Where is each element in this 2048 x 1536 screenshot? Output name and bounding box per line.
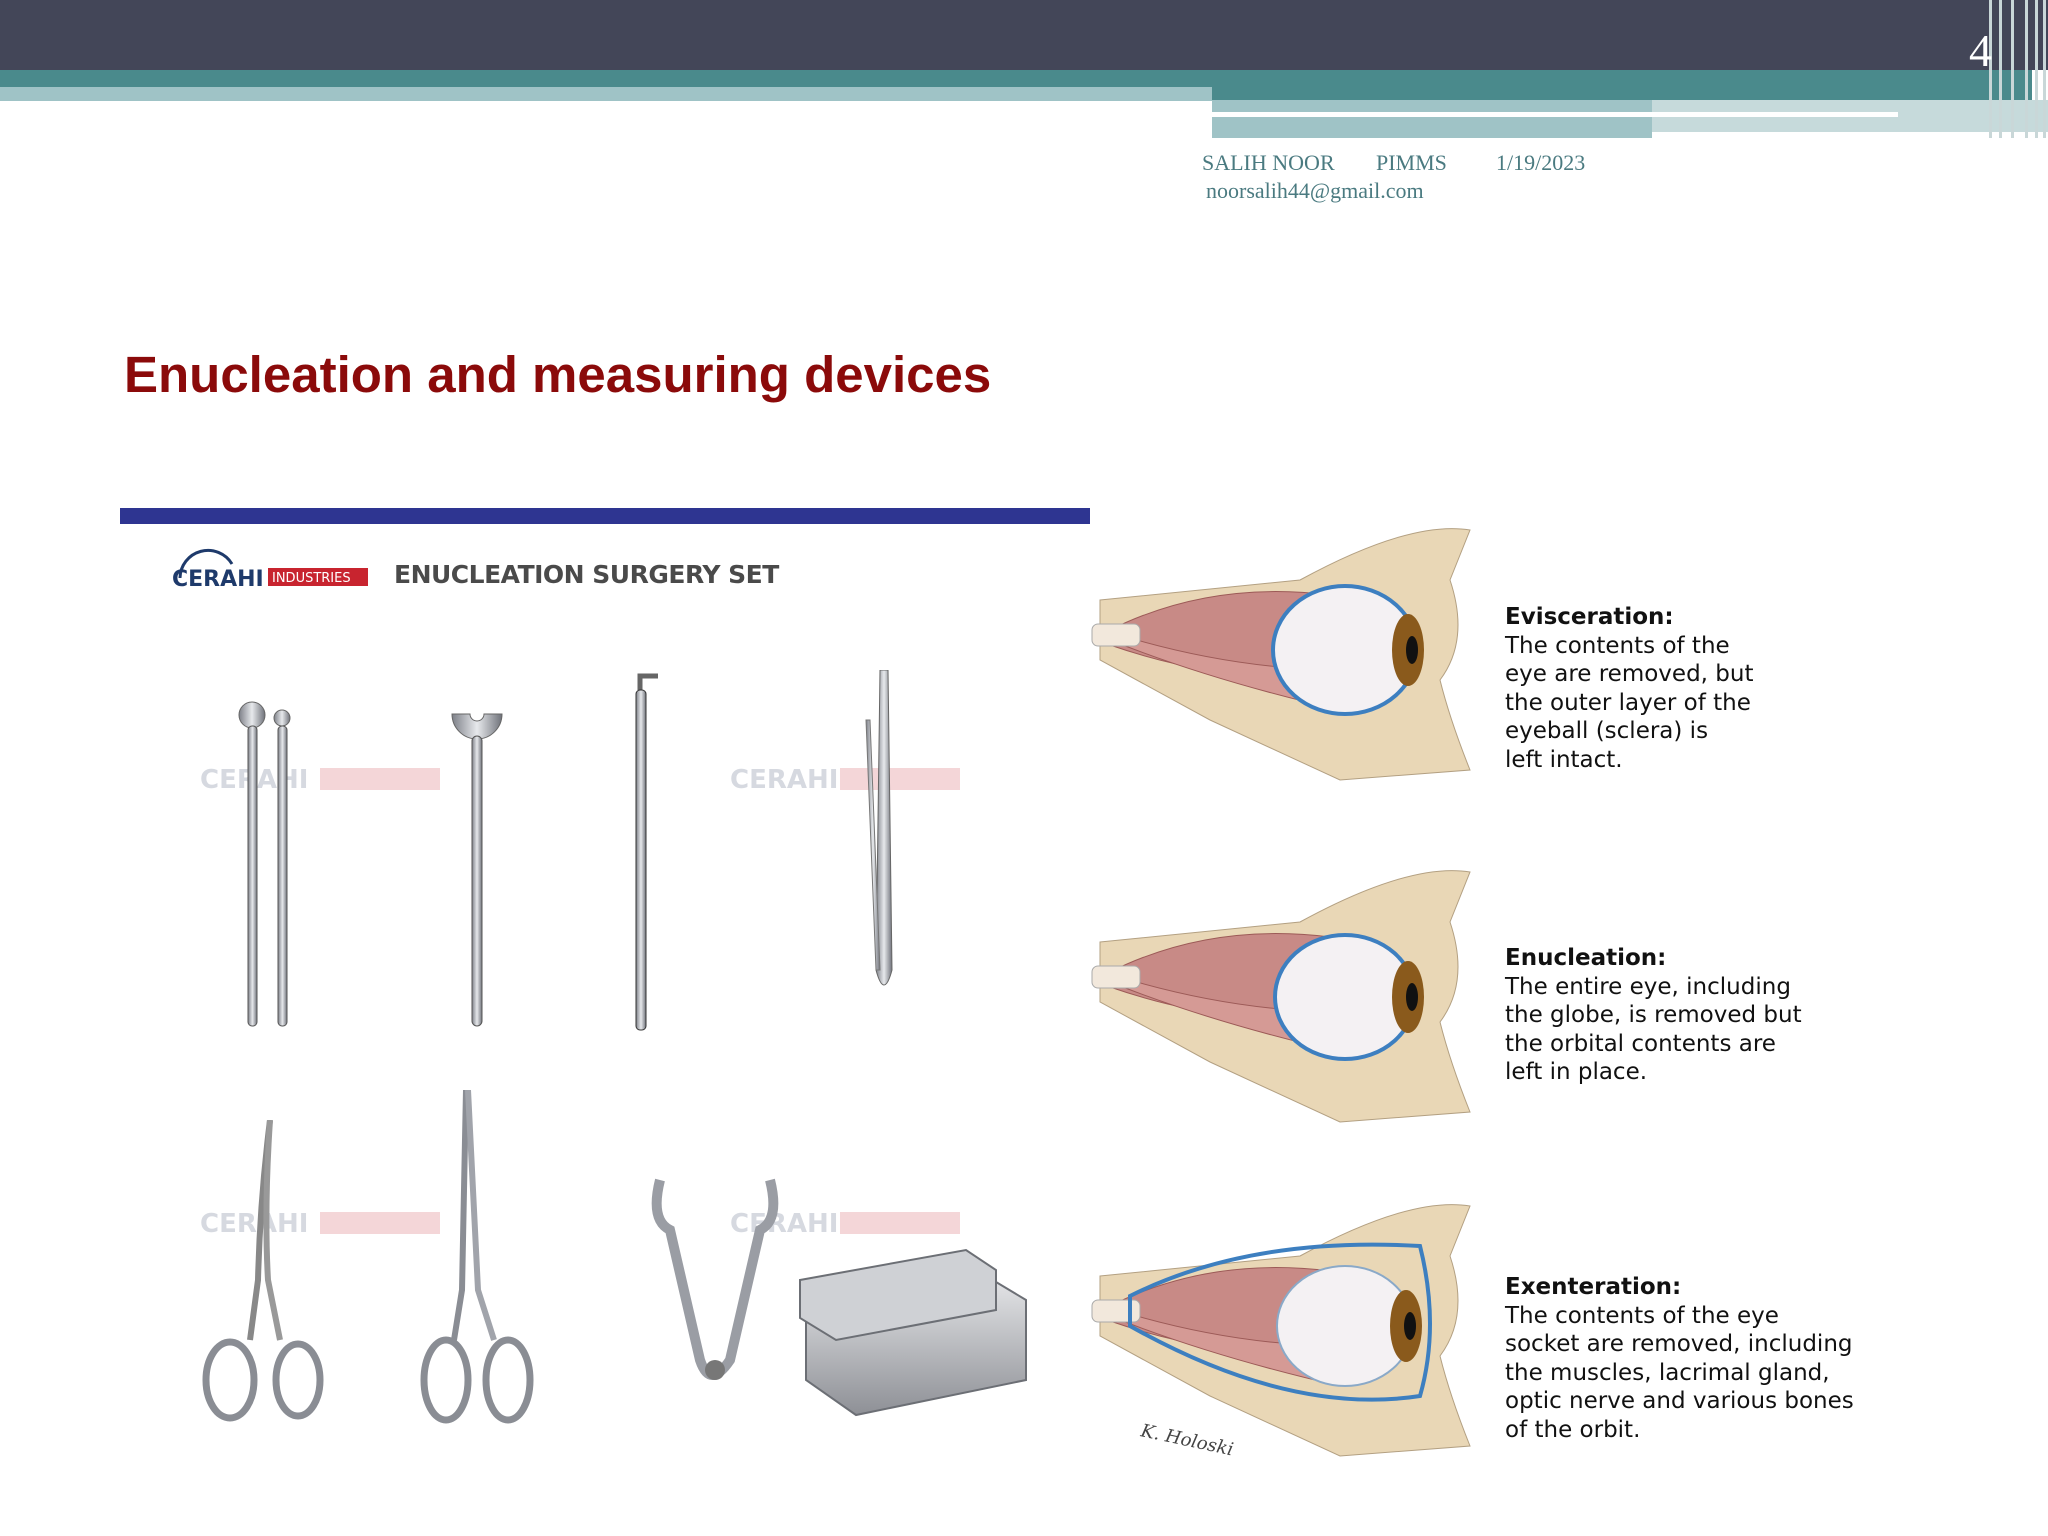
slide-title: Enucleation and measuring devices: [124, 346, 992, 403]
header-stripe: [0, 87, 1212, 101]
hemostat-forceps-icon: [202, 1120, 324, 1422]
instrument-tray-icon: [799, 1248, 1027, 1417]
procedure-heading: Enucleation:: [1505, 945, 1667, 971]
enucleation-diagram: [1090, 862, 1490, 1132]
procedure-line: of the orbit.: [1505, 1416, 1641, 1443]
svg-text:CERAHI: CERAHI: [200, 1209, 308, 1239]
snare-spoon-icon: [451, 713, 503, 1027]
header-stripe: [1212, 70, 2032, 100]
footer-date: 1/19/2023: [1496, 150, 1586, 175]
header-stripe: [0, 70, 1212, 87]
header-stripe: [1212, 100, 1652, 138]
procedure-line: the muscles, lacrimal gland,: [1505, 1359, 1830, 1386]
procedure-line: socket are removed, including: [1505, 1331, 1853, 1357]
procedure-line: the outer layer of the: [1505, 689, 1751, 716]
procedure-enucleation: Enucleation: The entire eye, including t…: [1505, 944, 1802, 1087]
footer-email: noorsalih44@gmail.com: [1206, 178, 1424, 203]
procedure-evisceration: Evisceration: The contents of the eye ar…: [1505, 603, 1754, 774]
enucleation-spoons-icon: [238, 701, 291, 1027]
enucleation-scissors-icon: [420, 1090, 534, 1424]
logo-tag-text: INDUSTRIES: [272, 571, 351, 586]
procedure-line: the orbital contents are: [1505, 1030, 1776, 1057]
procedure-exenteration: Exenteration: The contents of the eye so…: [1505, 1273, 1854, 1444]
svg-text:CERAHI: CERAHI: [730, 1209, 838, 1239]
exenteration-diagram: K. Holoski: [1090, 1196, 1490, 1466]
svg-text:CERAHI: CERAHI: [730, 765, 838, 795]
procedure-line: the globe, is removed but: [1505, 1002, 1802, 1028]
procedure-line: left intact.: [1505, 746, 1623, 773]
cerahi-logo: CERAHI INDUSTRIES: [172, 548, 368, 592]
procedure-line: The entire eye, including: [1505, 973, 1791, 1000]
divider-bar: [120, 508, 1090, 524]
procedure-heading: Exenteration:: [1505, 1274, 1682, 1300]
procedure-heading: Evisceration:: [1505, 604, 1674, 630]
header-line: [1212, 112, 1898, 117]
header-band: [0, 0, 2048, 70]
tissue-forceps-icon: [865, 670, 893, 986]
procedure-line: eyeball (sclera) is: [1505, 718, 1709, 744]
set-title: ENUCLEATION SURGERY SET: [394, 560, 779, 589]
watermark-logo: CERAHI: [730, 1209, 960, 1239]
procedure-line: left in place.: [1505, 1059, 1648, 1085]
watermark-logo: CERAHI: [200, 1209, 440, 1239]
procedure-line: optic nerve and various bones: [1505, 1388, 1854, 1414]
procedure-line: eye are removed, but: [1505, 661, 1754, 687]
logo-brand-text: CERAHI: [172, 567, 264, 592]
surgery-set-image: CERAHI INDUSTRIES ENUCLEATION SURGERY SE…: [120, 530, 1090, 1450]
evisceration-diagram: [1090, 520, 1490, 790]
procedure-line: The contents of the eye: [1505, 1302, 1779, 1329]
procedure-line: The contents of the: [1505, 632, 1730, 659]
strabismus-hook-icon: [635, 673, 658, 1031]
footer-author: SALIH NOOR: [1202, 150, 1335, 175]
footer-organization: PIMMS: [1376, 150, 1447, 175]
header-vertical-stripes: [1985, 0, 2048, 138]
eyelid-speculum-icon: [651, 1178, 779, 1380]
slide-number: 4: [1969, 25, 1992, 76]
